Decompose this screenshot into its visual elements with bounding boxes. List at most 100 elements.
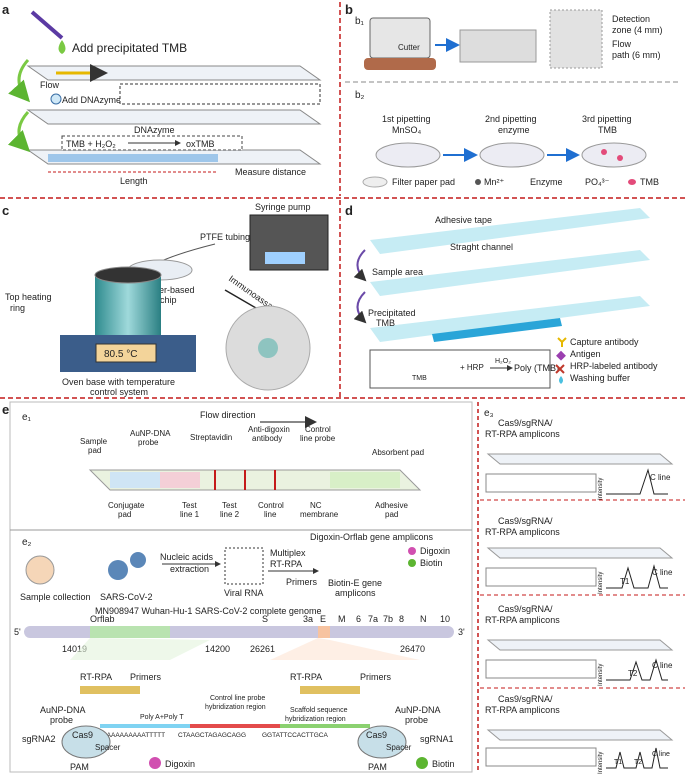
e3-case-2: Cas9/sgRNA/ RT-RPA amplicons Intensity T… xyxy=(480,516,685,596)
ptfe-label: PTFE tubing xyxy=(200,232,250,242)
svg-text:PAM: PAM xyxy=(70,762,89,772)
svg-text:26470: 26470 xyxy=(400,644,425,654)
panel-d-letter: d xyxy=(345,203,353,218)
svg-text:probe: probe xyxy=(138,438,159,447)
dna-helix-left xyxy=(80,686,140,694)
h2o2-label: H₂O₂ xyxy=(495,358,511,365)
legend-wash: Washing buffer xyxy=(570,373,630,383)
panel-c-letter: c xyxy=(2,203,9,218)
curve-arrow-d1 xyxy=(353,249,367,282)
chip-label-2: chip xyxy=(160,295,177,305)
cutter-machine xyxy=(369,17,431,59)
e-left-frame xyxy=(9,401,473,773)
svg-text:Orflab: Orflab xyxy=(90,614,115,624)
svg-text:Intensity: Intensity xyxy=(598,752,604,774)
cas9-right xyxy=(357,725,407,759)
svg-text:RT-RPA: RT-RPA xyxy=(80,672,112,682)
svg-text:Primers: Primers xyxy=(286,577,317,587)
zoom-image xyxy=(549,9,603,69)
svg-text:RT-RPA amplicons: RT-RPA amplicons xyxy=(485,429,560,439)
svg-text:Poly A+Poly T: Poly A+Poly T xyxy=(140,714,184,721)
svg-text:Cas9: Cas9 xyxy=(366,730,387,740)
mn-legend-icon xyxy=(475,179,481,185)
svg-text:Test: Test xyxy=(222,501,237,510)
legend-antigen: Antigen xyxy=(570,349,601,359)
svg-text:Multiplex: Multiplex xyxy=(270,548,306,558)
svg-text:Cas9/sgRNA/: Cas9/sgRNA/ xyxy=(498,694,553,704)
svg-text:Intensity: Intensity xyxy=(598,664,604,686)
b1-label: b₁ xyxy=(355,16,365,27)
add-dnazyme-label: Add DNAzyme xyxy=(62,95,121,105)
precip-label-2: TMB xyxy=(376,318,395,328)
paper-strip-image xyxy=(459,29,537,63)
measure-label: Measure distance xyxy=(235,167,306,177)
svg-text:Spacer: Spacer xyxy=(386,743,412,752)
svg-text:Sample collection: Sample collection xyxy=(20,592,91,602)
svg-text:T2: T2 xyxy=(634,759,642,766)
svg-text:C line: C line xyxy=(652,661,673,670)
svg-text:7b: 7b xyxy=(383,614,393,624)
svg-text:RT-RPA amplicons: RT-RPA amplicons xyxy=(485,527,560,537)
precip-label-1: Precipitated xyxy=(368,308,416,318)
svg-text:C line: C line xyxy=(652,568,673,577)
svg-text:Scaffold sequence: Scaffold sequence xyxy=(290,707,348,714)
e1-sample: Sample xyxy=(80,437,108,446)
svg-text:Intensity: Intensity xyxy=(598,572,604,594)
pad-2 xyxy=(479,142,545,168)
svg-text:hybridization region: hybridization region xyxy=(205,704,266,711)
panel-b-letter: b xyxy=(345,2,353,17)
channel-3 xyxy=(370,296,650,342)
cutter-base xyxy=(364,58,436,70)
svg-text:Intensity: Intensity xyxy=(598,478,604,500)
wash-icon xyxy=(559,376,563,384)
e3-case-1: Cas9/sgRNA/ RT-RPA amplicons Intensity C… xyxy=(480,418,685,501)
e3-label: e₃ xyxy=(484,408,494,419)
heating-cylinder xyxy=(95,275,161,335)
svg-text:5': 5' xyxy=(14,627,21,637)
reaction-box-d xyxy=(369,349,551,389)
flow-label-b: Flow xyxy=(612,39,632,49)
legend-enzyme: Enzyme xyxy=(530,177,563,187)
svg-text:antibody: antibody xyxy=(252,434,282,443)
svg-text:probe: probe xyxy=(405,715,428,725)
ring-label-1: Top heating xyxy=(5,292,52,302)
tape-label: Adhesive tape xyxy=(435,215,492,225)
svg-text:T1: T1 xyxy=(620,577,630,586)
svg-text:Adhesive: Adhesive xyxy=(375,501,408,510)
svg-text:GGTATTCCACTTGCA: GGTATTCCACTTGCA xyxy=(262,732,329,739)
curve-arrow-d2 xyxy=(353,291,367,324)
svg-text:Cas9/sgRNA/: Cas9/sgRNA/ xyxy=(498,516,553,526)
svg-text:Control: Control xyxy=(258,501,284,510)
svg-text:RT-RPA: RT-RPA xyxy=(270,559,302,569)
e2-label: e₂ xyxy=(22,537,32,548)
svg-text:AAAAAAAAAAATTTTT: AAAAAAAAAAATTTTT xyxy=(98,732,165,739)
svg-text:Conjugate: Conjugate xyxy=(108,501,145,510)
step3a: 3rd pipetting xyxy=(582,114,632,124)
svg-text:hybridization region: hybridization region xyxy=(285,716,346,723)
panel-c: c Syringe pump PTFE tubing Paper-based c… xyxy=(2,202,329,397)
svg-text:Cas9: Cas9 xyxy=(72,730,93,740)
base-label-2: control system xyxy=(90,387,148,397)
svg-text:S: S xyxy=(262,614,268,624)
svg-text:Digoxin: Digoxin xyxy=(420,546,450,556)
panel-d: d Adhesive tape Straght channel Sample a… xyxy=(345,203,658,389)
green-curve-arrow-1 xyxy=(8,58,31,103)
antigen-icon xyxy=(556,350,566,361)
svg-text:Digoxin-Orflab gene amplicons: Digoxin-Orflab gene amplicons xyxy=(310,532,434,542)
svg-text:6: 6 xyxy=(356,614,361,624)
svg-text:N: N xyxy=(420,614,427,624)
pad-1 xyxy=(375,142,441,168)
svg-text:Cas9/sgRNA/: Cas9/sgRNA/ xyxy=(498,418,553,428)
flow-label: Flow xyxy=(40,80,60,90)
svg-text:3': 3' xyxy=(458,627,465,637)
svg-text:10: 10 xyxy=(440,614,450,624)
svg-text:Biotin: Biotin xyxy=(432,759,455,769)
digoxin-icon xyxy=(408,547,416,555)
svg-text:Control line probe: Control line probe xyxy=(210,695,265,702)
svg-text:Primers: Primers xyxy=(360,672,391,682)
svg-text:26261: 26261 xyxy=(250,644,275,654)
step2b: enzyme xyxy=(498,125,530,135)
cutter-label: Cutter xyxy=(398,43,420,52)
legend-filter: Filter paper pad xyxy=(392,177,455,187)
svg-text:Biotin: Biotin xyxy=(420,558,443,568)
